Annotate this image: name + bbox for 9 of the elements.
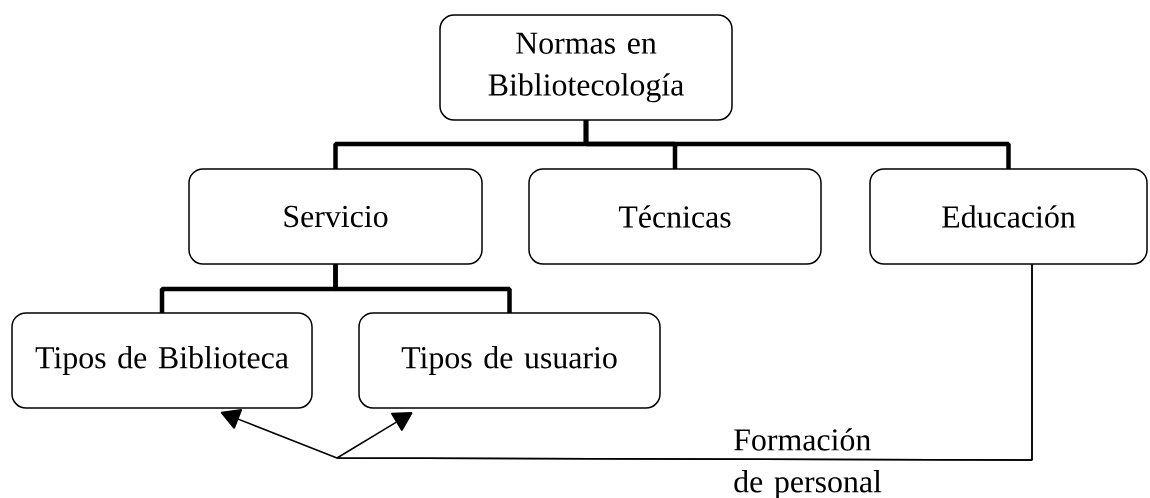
rounded-box: Técnicas [528,168,822,265]
rounded-box: Tipos de Biblioteca [11,312,313,409]
rounded-box: Normas en Bibliotecología [439,14,733,121]
connector [333,264,512,313]
rounded-box: Tipos de usuario [358,312,661,409]
rounded-box: Servicio [188,168,483,265]
connector [583,120,1011,169]
edge-label: Formación de personal [734,428,882,498]
rounded-box: Educación [869,168,1148,265]
